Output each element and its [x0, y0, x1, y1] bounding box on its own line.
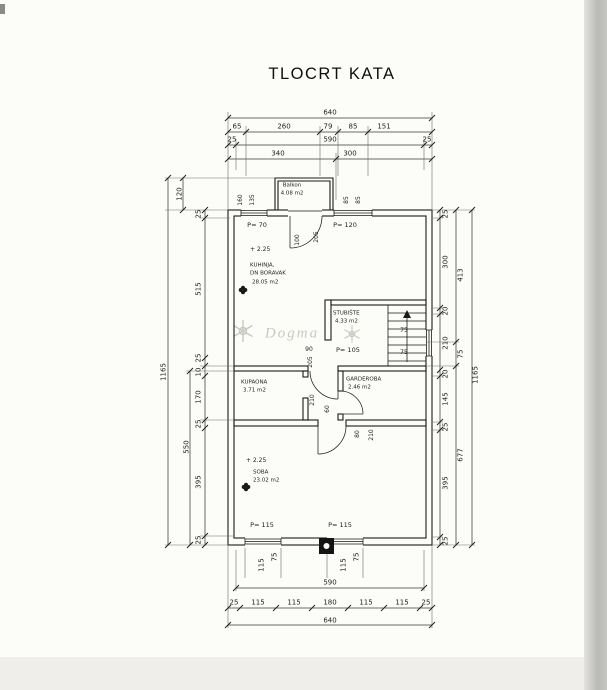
staircase — [387, 305, 426, 366]
room-kupaona-area: 3.71 m2 — [243, 387, 266, 394]
dim-inner: 160 — [237, 194, 244, 206]
dim-inner: 85 — [343, 196, 350, 204]
dim-bottom-win: 75 — [352, 552, 361, 562]
dim-left-balkon: 120 — [175, 187, 184, 201]
dim-top-row3: 25 — [227, 135, 237, 144]
room-stubiste-name: STUBIŠTE — [333, 310, 360, 317]
dim-bottom-row: 115 — [395, 598, 409, 607]
dim-right-chain: 395 — [441, 476, 450, 490]
watermark-text: Dogma — [264, 325, 320, 342]
extension-lines — [165, 112, 475, 628]
dim-bottom-win: 115 — [257, 558, 266, 572]
room-kupaona-name: KUPAONA — [241, 379, 268, 386]
window-label: P= 105 — [336, 345, 360, 354]
dim-bottom-row: 115 — [359, 598, 373, 607]
walls — [227, 177, 433, 546]
room-kuhinja-name: KUHINJA, — [250, 262, 275, 269]
room-soba-level: + 2.25 — [246, 457, 267, 464]
scan-shadow-right — [584, 0, 607, 690]
scan-artifact — [0, 4, 5, 14]
dim-top-row4: 340 — [271, 149, 285, 158]
room-garderoba-area: 2.46 m2 — [348, 384, 371, 391]
dim-inner: 205 — [307, 356, 314, 368]
dim-bottom-mid: 590 — [323, 578, 337, 587]
dim-inner: 135 — [249, 194, 256, 206]
dim-left-soba: 550 — [182, 440, 191, 454]
dim-bottom-win: 115 — [339, 558, 348, 572]
dim-right-chain: 25 — [441, 422, 450, 432]
dim-top-seg: 85 — [348, 122, 358, 131]
room-balkon-area: 4.08 m2 — [280, 190, 304, 197]
room-soba-area: 23.02 m2 — [253, 477, 280, 484]
dim-inner: 205 — [313, 231, 320, 243]
dim-bottom-win: 75 — [270, 552, 279, 562]
vent-symbol — [319, 538, 334, 554]
window-label: P= 120 — [333, 220, 357, 229]
scan-shadow-bottom — [0, 657, 607, 690]
dim-left-chain: 395 — [194, 475, 203, 489]
dim-top-seg: 260 — [277, 122, 291, 131]
door-swings — [289, 215, 364, 455]
dim-right-chain: 210 — [441, 336, 450, 350]
dim-inner: 210 — [368, 429, 375, 441]
dim-right-mid: 75 — [456, 349, 465, 359]
watermark-snowflake-icon — [233, 320, 360, 343]
window-label: P= 115 — [328, 520, 352, 529]
dim-bottom-row: 115 — [287, 598, 301, 607]
dim-bottom-row: 115 — [251, 598, 265, 607]
dim-inner: 75 — [400, 327, 408, 334]
dim-top-seg: 151 — [377, 122, 391, 131]
dim-left-chain: 25 — [194, 419, 203, 429]
room-kuhinja-area: 28.05 m2 — [252, 279, 279, 286]
dim-right-mid: 677 — [456, 448, 465, 462]
dim-top-row3: 25 — [422, 135, 432, 144]
room-garderoba-name: GARDEROBA — [346, 376, 382, 383]
window-label: P= 115 — [250, 520, 274, 529]
dim-inner: 80 — [354, 430, 361, 438]
dimension-ticks — [164, 114, 476, 629]
dim-inner: 85 — [355, 196, 362, 204]
room-soba-name: SOBA — [253, 469, 269, 476]
room-balkon-name: Balkon — [282, 182, 302, 189]
dim-right-mid: 413 — [456, 268, 465, 282]
dim-right-chain: 25 — [441, 209, 450, 219]
room-stubiste-area: 4.33 m2 — [335, 318, 358, 325]
dim-top-seg: 65 — [232, 122, 242, 131]
dim-right-chain: 25 — [441, 536, 450, 546]
dim-bottom-row: 180 — [323, 598, 337, 607]
room-kuhinja-level: + 2.25 — [250, 246, 271, 253]
dim-inner: 90 — [305, 346, 313, 353]
dim-left-chain: 25 — [194, 209, 203, 219]
dim-inner: 210 — [309, 394, 316, 406]
floor-drain-icon — [238, 285, 251, 492]
dim-top-seg: 79 — [323, 122, 333, 131]
dim-left-chain: 10 — [194, 367, 203, 377]
dim-right-chain: 20 — [441, 306, 450, 316]
dim-top-total: 640 — [323, 108, 337, 117]
dim-right-total: 1165 — [471, 366, 480, 384]
dimension-lines — [167, 117, 473, 626]
dim-left-chain: 25 — [194, 353, 203, 363]
dim-right-chain: 300 — [441, 255, 450, 269]
dim-inner: 60 — [324, 405, 331, 413]
room-kuhinja-name: DN BORAVAK — [250, 270, 286, 277]
dim-inner: 75 — [400, 349, 408, 356]
dim-left-chain: 170 — [194, 390, 203, 404]
dim-bottom-total: 640 — [323, 616, 337, 625]
dim-top-row3: 590 — [323, 135, 337, 144]
dim-right-chain: 20 — [441, 369, 450, 379]
page-title: TLOCRT KATA — [268, 64, 396, 83]
dim-bottom-row: 25 — [229, 598, 239, 607]
dim-right-chain: 145 — [441, 392, 450, 406]
dim-left-chain: 515 — [194, 282, 203, 296]
wall-openings — [241, 209, 433, 546]
dim-top-row4: 300 — [343, 149, 357, 158]
window-label: P= 70 — [247, 220, 267, 229]
dim-inner: 100 — [294, 234, 301, 246]
window-frames — [240, 210, 432, 545]
dim-bottom-row: 25 — [421, 598, 431, 607]
dim-left-total: 1165 — [159, 363, 168, 381]
dim-left-chain: 25 — [194, 535, 203, 545]
